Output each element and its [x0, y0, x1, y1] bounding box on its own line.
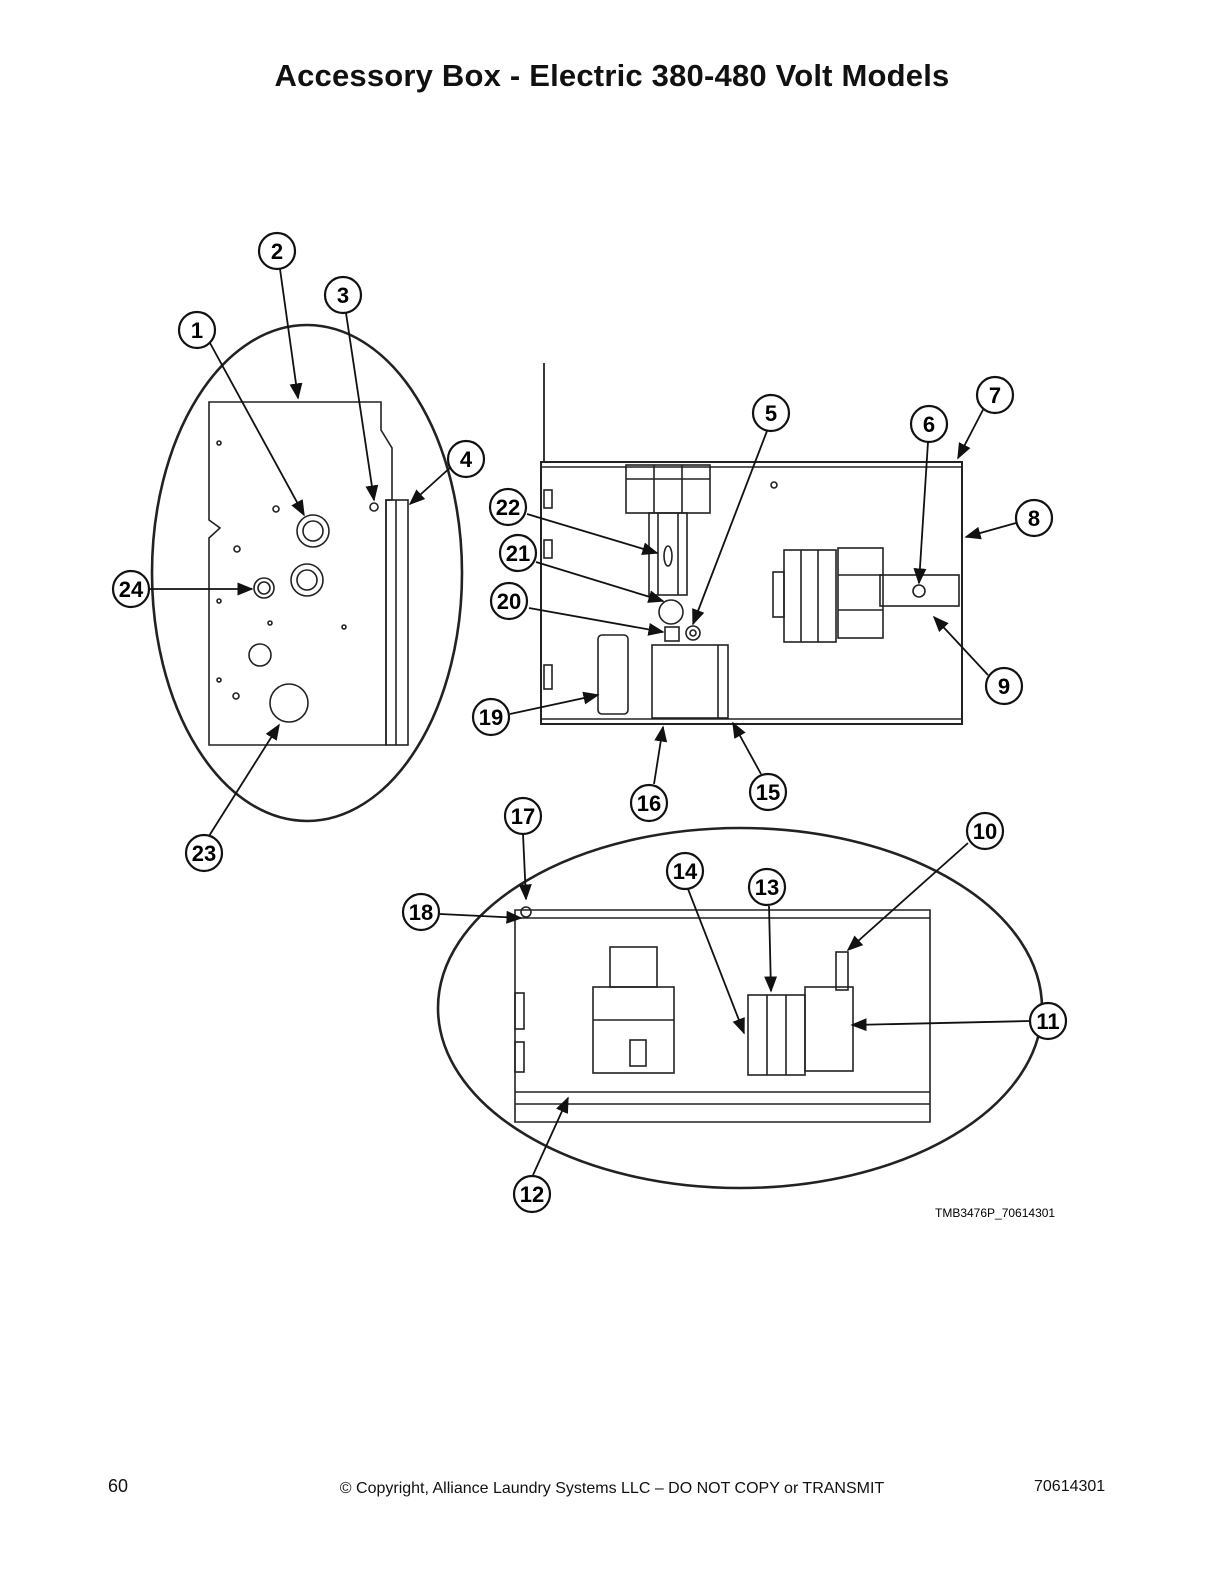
callout-10: 10 [965, 811, 1005, 851]
svg-text:20: 20 [497, 589, 521, 614]
leader-lines [150, 268, 1031, 1176]
callout-18: 18 [401, 892, 441, 932]
svg-text:23: 23 [192, 841, 216, 866]
svg-text:11: 11 [1036, 1009, 1059, 1034]
callout-4: 4 [446, 439, 486, 479]
svg-text:1: 1 [191, 318, 203, 343]
callout-12: 12 [512, 1174, 552, 1214]
svg-text:17: 17 [511, 804, 535, 829]
callout-7: 7 [975, 375, 1015, 415]
callout-17: 17 [503, 796, 543, 836]
callout-14: 14 [665, 851, 705, 891]
svg-text:14: 14 [673, 859, 698, 884]
page-number: 60 [108, 1476, 129, 1496]
callout-1: 1 [177, 310, 217, 350]
svg-text:13: 13 [755, 875, 779, 900]
callout-15: 15 [748, 772, 788, 812]
callout-21: 21 [498, 533, 538, 573]
callout-2: 2 [257, 231, 297, 271]
svg-text:22: 22 [496, 495, 520, 520]
enclosure-interior-detail [436, 826, 1044, 1190]
callout-9: 9 [984, 666, 1024, 706]
callout-13: 13 [747, 867, 787, 907]
side-panel-detail [150, 323, 464, 823]
svg-text:2: 2 [271, 239, 283, 264]
callout-19: 19 [471, 697, 511, 737]
callout-20: 20 [489, 581, 529, 621]
svg-text:6: 6 [923, 412, 935, 437]
svg-text:12: 12 [520, 1182, 544, 1207]
drawing-id: TMB3476P_70614301 [935, 1206, 1055, 1220]
callout-24: 24 [111, 569, 151, 609]
svg-text:3: 3 [337, 283, 349, 308]
enclosure-front-view [540, 363, 963, 725]
callout-3: 3 [323, 275, 363, 315]
callout-11: 11 [1028, 1001, 1068, 1041]
svg-text:10: 10 [973, 819, 997, 844]
svg-text:4: 4 [460, 447, 473, 472]
callout-16: 16 [629, 783, 669, 823]
svg-text:16: 16 [637, 791, 661, 816]
document-number: 70614301 [1034, 1478, 1106, 1495]
svg-text:7: 7 [989, 383, 1001, 408]
callout-5: 5 [751, 393, 791, 433]
callout-6: 6 [909, 404, 949, 444]
copyright-notice: © Copyright, Alliance Laundry Systems LL… [339, 1480, 885, 1497]
callout-23: 23 [184, 833, 224, 873]
svg-text:18: 18 [409, 900, 433, 925]
callout-22: 22 [488, 487, 528, 527]
svg-text:15: 15 [756, 780, 780, 805]
page-title: Accessory Box - Electric 380-480 Volt Mo… [274, 58, 950, 93]
svg-text:9: 9 [998, 674, 1010, 699]
svg-text:21: 21 [506, 541, 530, 566]
svg-text:5: 5 [765, 401, 777, 426]
svg-text:19: 19 [479, 705, 503, 730]
svg-text:8: 8 [1028, 506, 1040, 531]
svg-text:24: 24 [119, 577, 144, 602]
callout-8: 8 [1014, 498, 1054, 538]
